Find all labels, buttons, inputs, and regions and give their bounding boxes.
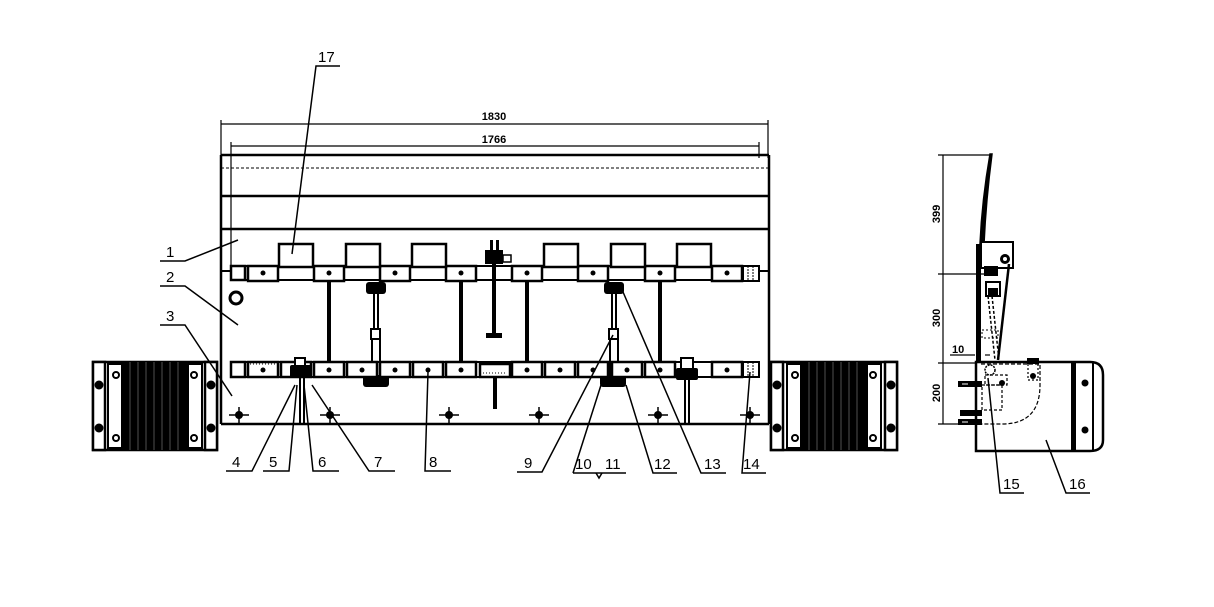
upper-bracket: [980, 241, 1014, 361]
front-view: 1830 1766: [91, 49, 899, 480]
side-leader-lines: [987, 377, 1090, 494]
callout-16: 16: [1069, 476, 1086, 493]
curved-guard: [979, 153, 993, 245]
callout-5: 5: [269, 454, 277, 471]
leader-lines: [160, 65, 766, 480]
dimension-300: 300: [931, 309, 943, 327]
dimension-overall-width: 1830: [220, 111, 769, 158]
callout-13: 13: [704, 456, 721, 473]
callout-11: 11: [605, 456, 621, 473]
callout-8: 8: [429, 454, 437, 471]
upper-rail: [229, 264, 760, 283]
lower-housing: [958, 358, 1105, 453]
callout-12: 12: [654, 456, 671, 473]
callout-10: 10: [575, 456, 592, 473]
dimension-1766: 1766: [482, 134, 506, 146]
callout-17: 17: [318, 49, 335, 66]
callout-labels: 17 1 2 3 4 5 6 7 8 9 10 11 12 13 14: [166, 49, 760, 473]
left-mount-block: [91, 360, 219, 452]
lower-clamp-left: [290, 357, 312, 423]
callout-6: 6: [318, 454, 326, 471]
vertical-rods: [327, 281, 662, 363]
center-tensioner: [485, 240, 512, 338]
lower-clamp-right: [676, 357, 698, 423]
lower-rail: [229, 360, 760, 409]
vertical-post: [976, 244, 981, 452]
bolt-markers: [229, 407, 760, 423]
dimension-10: 10: [952, 344, 964, 356]
hole-ring: [228, 290, 244, 306]
callout-4: 4: [232, 454, 240, 471]
callout-9: 9: [524, 455, 532, 472]
dimension-399: 399: [931, 205, 943, 223]
callout-3: 3: [166, 308, 174, 325]
side-view: 399 300 200 10: [931, 153, 1105, 494]
callout-14: 14: [743, 456, 760, 473]
right-mount-block: [769, 360, 899, 452]
dimension-1830: 1830: [482, 111, 506, 123]
dimension-inner-width: 1766: [230, 134, 760, 280]
box-tabs: [277, 242, 713, 269]
callout-1: 1: [166, 244, 174, 261]
callout-7: 7: [374, 454, 382, 471]
dimension-200: 200: [931, 384, 943, 402]
callout-15: 15: [1003, 476, 1020, 493]
callout-2: 2: [166, 269, 174, 286]
